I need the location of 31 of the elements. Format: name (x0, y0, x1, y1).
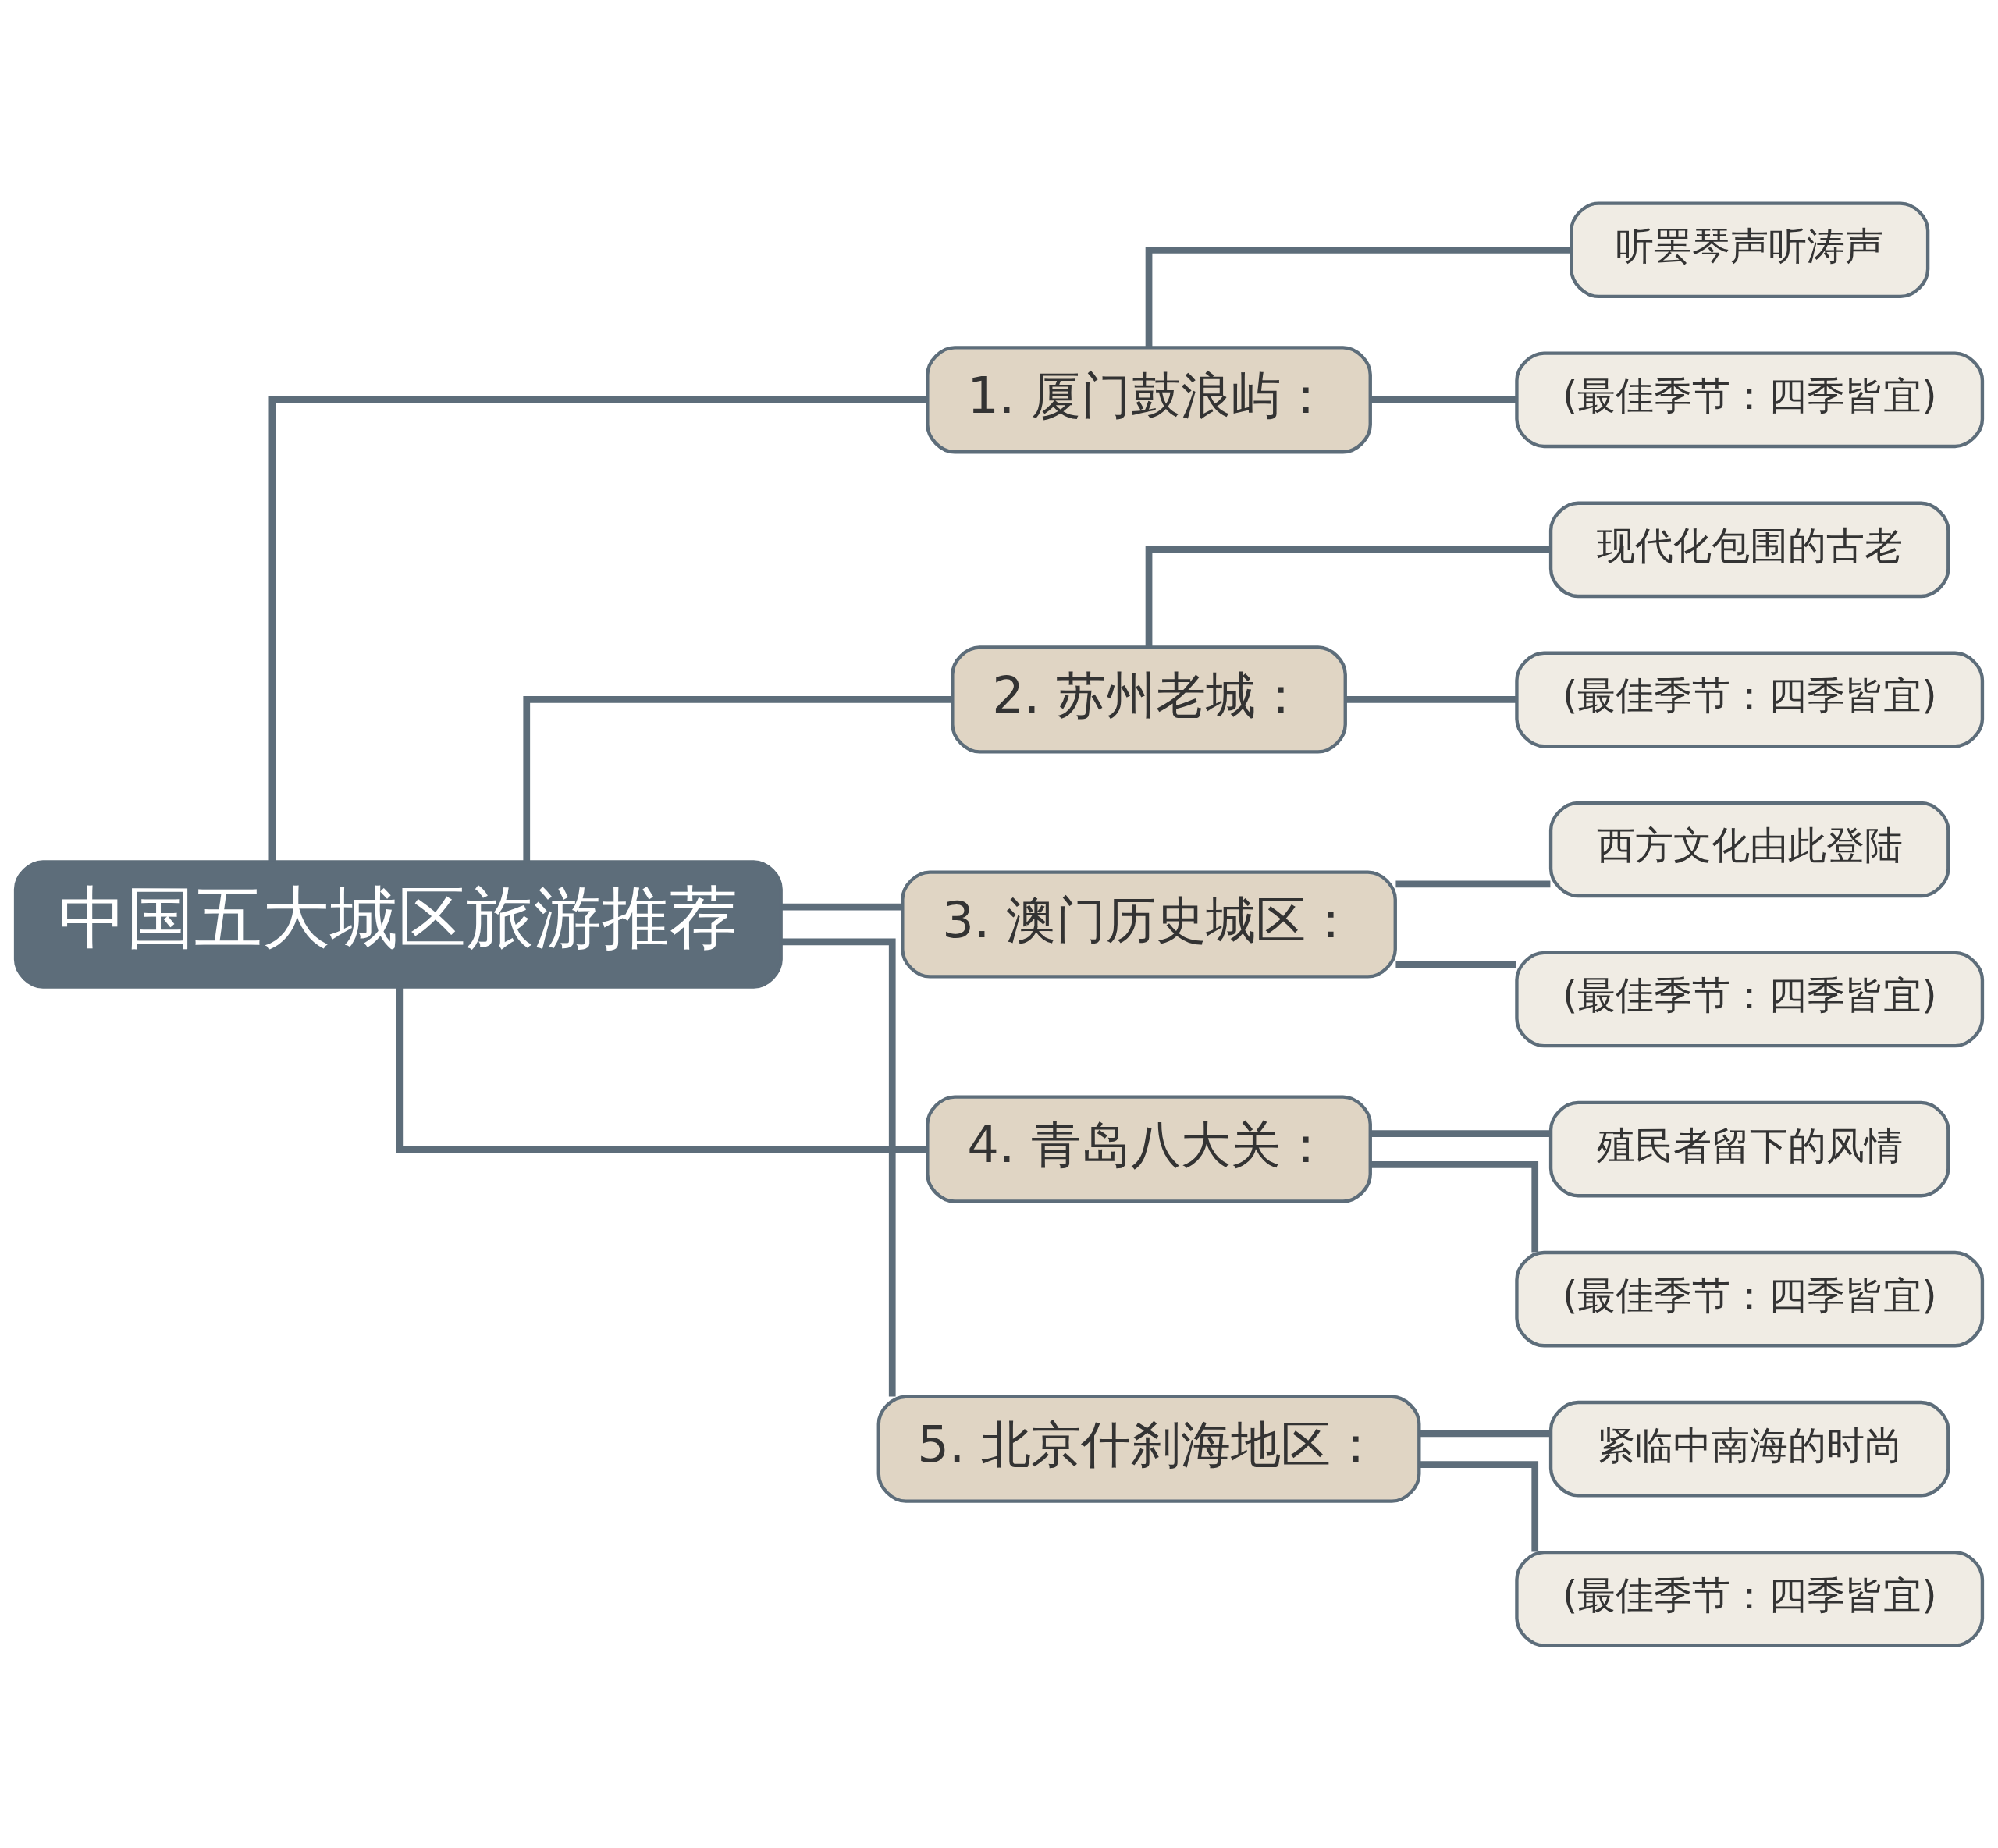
node-box: (最佳季节：四季皆宜) (1515, 1550, 1985, 1647)
node-box: 紧临中南海的时尚 (1548, 1400, 1950, 1497)
connector (1420, 1460, 1539, 1551)
connector (396, 986, 927, 1153)
connector (1346, 695, 1516, 703)
connector (1419, 1429, 1551, 1437)
connector (268, 396, 927, 861)
node-box: 殖民者留下的风情 (1548, 1100, 1950, 1197)
connector (1395, 880, 1551, 887)
connector (781, 937, 896, 1397)
node-box: 5. 北京什刹海地区： (876, 1395, 1421, 1503)
node-box: (最佳季节：四季皆宜) (1515, 1250, 1985, 1347)
node-box: 现代化包围的古老 (1548, 501, 1950, 598)
node-box: 1. 厦门鼓浪屿： (926, 345, 1372, 453)
node-box: (最佳季节：四季皆宜) (1515, 651, 1985, 748)
node-box: 4. 青岛八大关： (926, 1094, 1372, 1203)
connector (1371, 1160, 1539, 1252)
connector (1395, 961, 1516, 968)
connector (1371, 396, 1516, 403)
node-box: 西方文化由此登陆 (1548, 801, 1950, 897)
node-box: 听罢琴声听涛声 (1570, 201, 1930, 298)
node-box: (最佳季节：四季皆宜) (1515, 951, 1985, 1047)
node-box: (最佳季节：四季皆宜) (1515, 351, 1985, 448)
connector (781, 903, 902, 911)
node-box: 中国五大城区旅游推荐 (13, 859, 783, 989)
connector (523, 695, 952, 862)
node-box: 3. 澳门历史城区： (901, 869, 1397, 979)
connector (1371, 1129, 1551, 1137)
node-box: 2. 苏州老城： (951, 645, 1347, 754)
connector (1145, 546, 1551, 647)
connector (1145, 246, 1571, 347)
